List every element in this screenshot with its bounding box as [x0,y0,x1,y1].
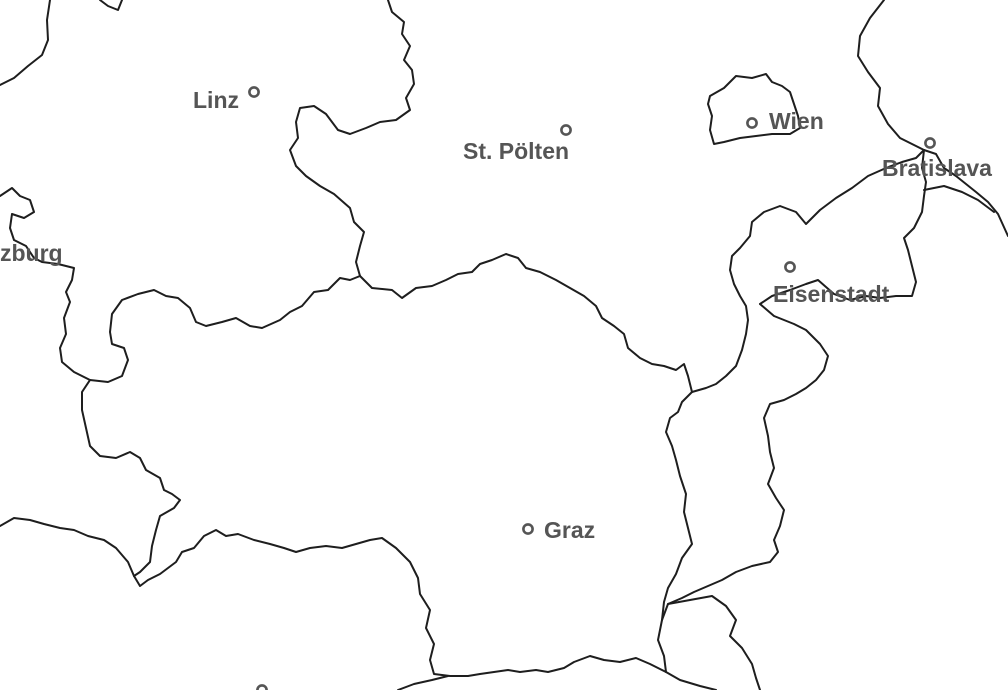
city-wien[interactable]: Wien [746,108,824,134]
border-top-notch [99,0,123,11]
border-styria-south [133,529,667,677]
city-label-st-poelten: St. Pölten [463,138,569,164]
city-marker-icon [248,86,260,98]
city-partial-bottom [256,684,268,690]
border-wien [707,73,801,145]
city-bratislava[interactable]: Bratislava [882,137,992,181]
border-burgenland-north [691,149,925,393]
border-styria-west [81,379,181,577]
city-eisenstadt[interactable]: Eisenstadt [773,261,890,307]
border-east-lower [923,185,995,213]
border-upper-austria-west [0,0,51,86]
border-burgenland-east [661,303,829,621]
border-carinthia-north [0,517,135,577]
border-east-right [923,149,1008,237]
city-label-linz: Linz [193,87,239,113]
border-bottom-south-east [665,671,717,690]
border-styria-north [89,275,361,383]
border-east-top [857,0,925,151]
city-salzburg[interactable]: zburg [0,240,63,266]
city-marker-icon [784,261,796,273]
border-bottom-right [667,595,761,690]
city-label-graz: Graz [544,517,595,543]
city-label-bratislava: Bratislava [882,155,992,181]
city-label-salzburg: zburg [0,240,63,266]
border-bottom-south [397,675,449,690]
city-st-poelten[interactable]: St. Pölten [463,124,572,164]
city-linz[interactable]: Linz [193,86,260,113]
city-marker-icon [256,684,268,690]
city-marker-icon [522,523,534,535]
border-styria-burgenland [657,391,693,673]
city-label-eisenstadt: Eisenstadt [773,281,890,307]
border-salzburg-west [0,187,91,381]
city-markers: Linz St. Pölten Wien Bratislava zburg Ei… [0,86,992,690]
city-marker-icon [924,137,936,149]
city-marker-icon [560,124,572,136]
city-label-wien: Wien [769,108,824,134]
border-upper-lower-austria [289,0,415,277]
border-styria-lower-austria [359,253,693,393]
border-eisenstadt-loop [759,149,927,305]
city-graz[interactable]: Graz [522,517,595,543]
city-marker-icon [746,117,758,129]
